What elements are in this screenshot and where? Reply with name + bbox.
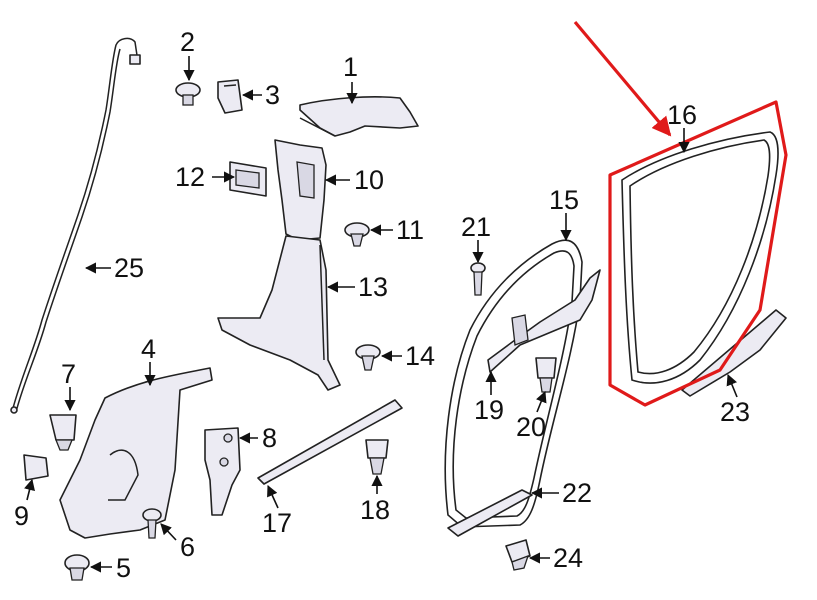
leader-lines	[24, 56, 738, 573]
callout-22: 22	[562, 478, 592, 508]
callout-21: 21	[461, 212, 491, 242]
callout-14: 14	[405, 341, 435, 371]
callout-23: 23	[720, 397, 750, 427]
part-3-clip	[217, 79, 243, 114]
callout-12: 12	[175, 162, 205, 192]
part-6-screw	[142, 508, 162, 539]
part-18-clip	[365, 439, 389, 475]
part-12-bezel	[229, 161, 267, 197]
part-8-bracket	[204, 427, 241, 516]
part-11-clip	[344, 222, 370, 247]
callout-24: 24	[553, 543, 583, 573]
part-25-wiring-harness	[10, 37, 141, 414]
part-21-screw	[470, 262, 486, 296]
callout-labels: 1 2 3 4 5 6 7 8 9 10 11 12 13 14 15 16 1…	[14, 27, 750, 583]
callout-1: 1	[343, 52, 358, 82]
part-2-grommet	[175, 82, 201, 106]
callout-6: 6	[180, 532, 195, 562]
part-9-clip	[23, 454, 49, 481]
highlight-outline	[608, 100, 788, 407]
callout-19: 19	[474, 395, 504, 425]
part-7-clip	[49, 414, 77, 451]
part-14-grommet	[355, 344, 381, 371]
callout-25: 25	[114, 253, 144, 283]
callout-15: 15	[549, 185, 579, 215]
callout-5: 5	[116, 553, 131, 583]
part-10-pillar-upper-trim	[274, 139, 327, 241]
part-13-pillar-lower-trim	[217, 235, 341, 391]
part-5-nut	[64, 554, 90, 581]
highlight-arrow	[573, 20, 672, 137]
part-17-sill-strip	[257, 399, 403, 485]
callout-10: 10	[354, 165, 384, 195]
callout-17: 17	[262, 508, 292, 538]
callout-9: 9	[14, 501, 29, 531]
callout-11: 11	[396, 215, 424, 245]
callout-16: 16	[667, 100, 697, 130]
callout-2: 2	[180, 27, 195, 57]
part-23-sill-trim	[681, 309, 787, 397]
part-1-upper-trim	[299, 96, 419, 137]
part-20-clip	[535, 357, 557, 393]
part-4-lower-trim-panel	[59, 367, 213, 539]
callout-13: 13	[358, 272, 388, 302]
callout-3: 3	[265, 80, 280, 110]
part-19-bracket	[487, 269, 601, 373]
callout-8: 8	[262, 423, 277, 453]
callout-4: 4	[141, 334, 156, 364]
part-24-clip	[505, 539, 531, 571]
part-16-weatherstrip	[621, 131, 779, 384]
callout-7: 7	[61, 359, 76, 389]
callout-20: 20	[516, 412, 546, 442]
callout-18: 18	[360, 495, 390, 525]
